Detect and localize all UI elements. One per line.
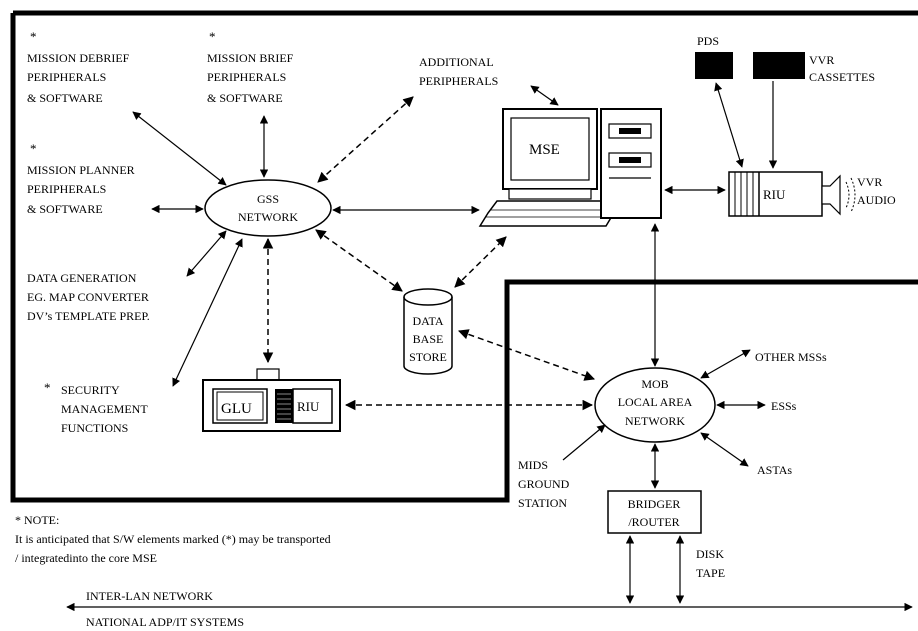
mse-computer: MSE (478, 108, 662, 227)
mission-brief-label: * MISSION BRIEF PERIPHERALS & SOFTWARE (207, 29, 294, 105)
diagram-text: MANAGEMENT (61, 402, 148, 416)
diagram-text: & SOFTWARE (27, 91, 103, 105)
diagram-text: & SOFTWARE (207, 91, 283, 105)
diagram-text: NETWORK (625, 414, 685, 428)
other-mss-label: OTHER MSSs (755, 350, 827, 364)
riu-bottom-label: RIU (297, 399, 320, 414)
note-line-1: It is anticipated that S/W elements mark… (15, 532, 331, 546)
glu-label: GLU (221, 401, 252, 417)
solid-connectors (132, 81, 778, 604)
disk-tape-label: DISK (696, 547, 724, 561)
vvr-audio-label: VVR (857, 175, 882, 189)
pds-riu-arrow (714, 82, 744, 168)
diagram-text: LOCAL AREA (618, 395, 693, 409)
mission-debrief-label: * MISSION DEBRIEF PERIPHERALS & SOFTWARE (27, 29, 130, 105)
mob-other-mss-arrow (700, 349, 751, 379)
dashed-connectors (262, 96, 595, 411)
debrief-gss-arrow (132, 111, 227, 186)
mission-planner-label: * MISSION PLANNER PERIPHERALS & SOFTWARE (27, 141, 135, 216)
diagram-text: FUNCTIONS (61, 421, 128, 435)
diagram-text: MISSION BRIEF (207, 51, 294, 65)
diagram-text: PERIPHERALS (27, 70, 106, 84)
mob-astas-arrow (700, 432, 749, 467)
additional-mse-arrow (530, 85, 559, 106)
pds-box (695, 52, 733, 79)
diagram-text: BASE (413, 332, 444, 346)
glu-riu-unit: GLU RIU (202, 368, 341, 432)
datagen-gss-arrow (186, 230, 227, 277)
speaker-icon (821, 174, 841, 216)
diagram-text: MOB (641, 377, 668, 391)
core-boundary (10, 10, 918, 503)
astas-label: ASTAs (757, 463, 792, 477)
pds-label: PDS (697, 34, 719, 48)
diagram-text: NETWORK (238, 210, 298, 224)
mob-lan-node: MOB LOCAL AREA NETWORK (594, 367, 716, 443)
mse-label: MSE (529, 142, 560, 158)
ess-label: ESSs (771, 399, 797, 413)
diagram-text: GROUND (518, 477, 570, 491)
diagram-text: EG. MAP CONVERTER (27, 290, 149, 304)
diagram-text: ADDITIONAL (419, 55, 494, 69)
diagram-text: BRIDGER (628, 497, 681, 511)
diagram-text: PERIPHERALS (207, 70, 286, 84)
diagram-text: & SOFTWARE (27, 202, 103, 216)
additional-peripherals-label: ADDITIONAL PERIPHERALS (419, 55, 498, 88)
db-mob-dashed (458, 329, 595, 381)
data-base-store: DATA BASE STORE (403, 288, 453, 375)
diagram-text: DATA GENERATION (27, 271, 137, 285)
diagram-text: PERIPHERALS (27, 182, 106, 196)
diagram-text: SECURITY (61, 383, 120, 397)
mids-label: MIDS (518, 458, 548, 472)
diagram-text: RIU (763, 187, 786, 202)
diagram-text: * (30, 141, 37, 156)
national-systems-label: NATIONAL ADP/IT SYSTEMS (86, 615, 244, 629)
diagram-text: * (44, 380, 51, 395)
diagram-text: PERIPHERALS (419, 74, 498, 88)
mids-mob-arrow (562, 424, 606, 461)
diagram-text: STORE (409, 350, 447, 364)
gss-network-node: GSS NETWORK (204, 179, 332, 237)
note-line-2: / integratedinto the core MSE (15, 551, 157, 565)
db-mse-dashed (454, 236, 507, 288)
data-generation-label: DATA GENERATION EG. MAP CONVERTER DV’s T… (27, 271, 150, 323)
diagram-text: DATA (412, 314, 443, 328)
note-title: * NOTE: (15, 513, 59, 527)
additional-gss-dashed (317, 96, 414, 183)
vvr-cassettes-label: VVR (809, 53, 834, 67)
vvr-cassettes-box (753, 52, 805, 79)
diagram-text: AUDIO (857, 193, 896, 207)
inter-lan-label: INTER-LAN NETWORK (86, 589, 213, 603)
bridger-router: BRIDGER /ROUTER (607, 490, 702, 534)
gss-db-dashed (315, 229, 403, 292)
diagram-text: MISSION PLANNER (27, 163, 135, 177)
security-management-label: * SECURITY MANAGEMENT FUNCTIONS (44, 380, 148, 435)
diagram-text: MISSION DEBRIEF (27, 51, 130, 65)
diagram-text: * (30, 29, 37, 44)
diagram-text: DV’s TEMPLATE PREP. (27, 309, 150, 323)
diagram-text: CASSETTES (809, 70, 875, 84)
diagram-text: * (209, 29, 216, 44)
diagram-text: GSS (257, 192, 279, 206)
security-gss-arrow (172, 238, 243, 387)
diagram-text: STATION (518, 496, 567, 510)
diagram-text: /ROUTER (628, 515, 679, 529)
diagram-text: TAPE (696, 566, 725, 580)
riu-top-unit: RIU (728, 171, 856, 217)
